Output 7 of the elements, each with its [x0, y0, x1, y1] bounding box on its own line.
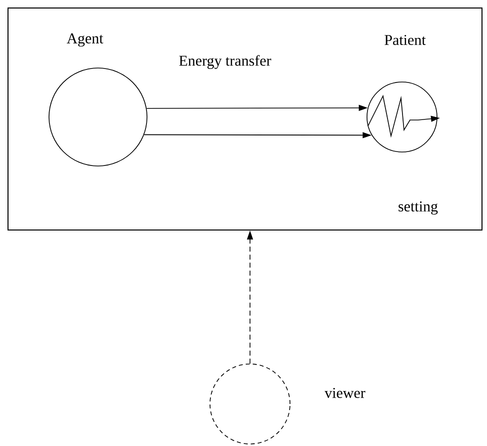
circle-node: Agent — [48, 33, 148, 166]
dashed-circle-node: viewer — [210, 364, 366, 444]
node-label: viewer — [324, 388, 366, 398]
node-label: Patient — [384, 34, 426, 46]
node-label: Agent — [66, 33, 104, 47]
circle-node: Patient — [366, 34, 438, 152]
edge-label: Energy transfer — [179, 55, 272, 69]
